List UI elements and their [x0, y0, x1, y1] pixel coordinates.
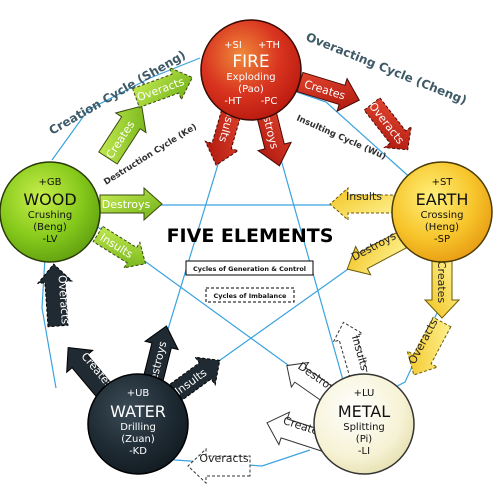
element-earth: +ST EARTH Crossing (Heng) -SP [391, 161, 493, 263]
arrow-label: Destroys [102, 198, 151, 211]
element-metal: +LU METAL Splitting (Pi) -LI [313, 373, 415, 475]
wood-chinese: (Beng) [33, 222, 67, 233]
earth-chinese: (Heng) [425, 222, 459, 233]
legend-solid-label: Cycles of Generation & Control [193, 265, 306, 273]
arrow-earth-overacts-metal: Overacts [406, 316, 452, 376]
wood-action: Crushing [28, 210, 72, 221]
element-water: +UB WATER Drilling (Zuan) -KD [87, 373, 189, 475]
fire-bottom-left: -HT [224, 96, 242, 107]
wood-name: WOOD [23, 190, 76, 209]
fire-top-left: +SI [224, 40, 242, 51]
diagram-title: FIVE ELEMENTS [167, 225, 334, 247]
wood-top: +GB [39, 177, 62, 188]
arrow-label: Creates [435, 261, 448, 304]
arrow-earth-insults-wood: Insults [329, 186, 395, 222]
water-action: Drilling [120, 422, 156, 433]
legend-dashed-label: Cycles of Imbalance [214, 292, 288, 300]
arrow-label: Insults [346, 190, 382, 203]
metal-top: +LU [354, 388, 375, 399]
fire-action: Exploding [226, 72, 275, 83]
earth-action: Crossing [421, 210, 464, 221]
metal-name: METAL [338, 402, 390, 421]
water-top: +UB [127, 388, 150, 399]
arrow-metal-overacts-water: Overacts [187, 447, 251, 485]
metal-bottom: -LI [358, 446, 370, 457]
earth-bottom: -SP [434, 234, 450, 245]
arrow-earth-creates-metal: Creates [423, 255, 461, 319]
arrow-wood-overacts-fire: Overacts [131, 66, 194, 109]
arrow-label: Overacts [55, 274, 71, 324]
metal-action: Splitting [343, 422, 385, 433]
fire-chinese: (Pao) [238, 84, 264, 95]
water-chinese: (Zuan) [121, 434, 155, 445]
arrow-wood-insults-metal: Insults [92, 225, 147, 269]
earth-name: EARTH [416, 190, 469, 209]
fire-name: FIRE [232, 52, 269, 72]
earth-top: +ST [432, 177, 454, 188]
metal-chinese: (Pi) [356, 434, 372, 445]
arrow-water-overacts-wood: Overacts [36, 263, 74, 328]
legend-dashed: Cycles of Imbalance [205, 287, 295, 303]
fire-bottom-right: -PC [261, 96, 278, 107]
wood-bottom: -LV [43, 234, 58, 245]
element-wood: +GB WOOD Crushing (Beng) -LV [0, 161, 101, 263]
element-fire: +SI +TH FIRE Exploding (Pao) -HT -PC [200, 19, 302, 121]
arrow-wood-destroys-earth: Destroys [99, 186, 163, 222]
water-bottom: -KD [129, 446, 147, 457]
legend-solid: Cycles of Generation & Control [185, 260, 314, 276]
arrow-label: Overacts [199, 452, 249, 465]
fire-top-right: +TH [258, 40, 280, 51]
arrow-fire-creates-earth: Creates [296, 71, 360, 113]
water-name: WATER [110, 402, 166, 421]
